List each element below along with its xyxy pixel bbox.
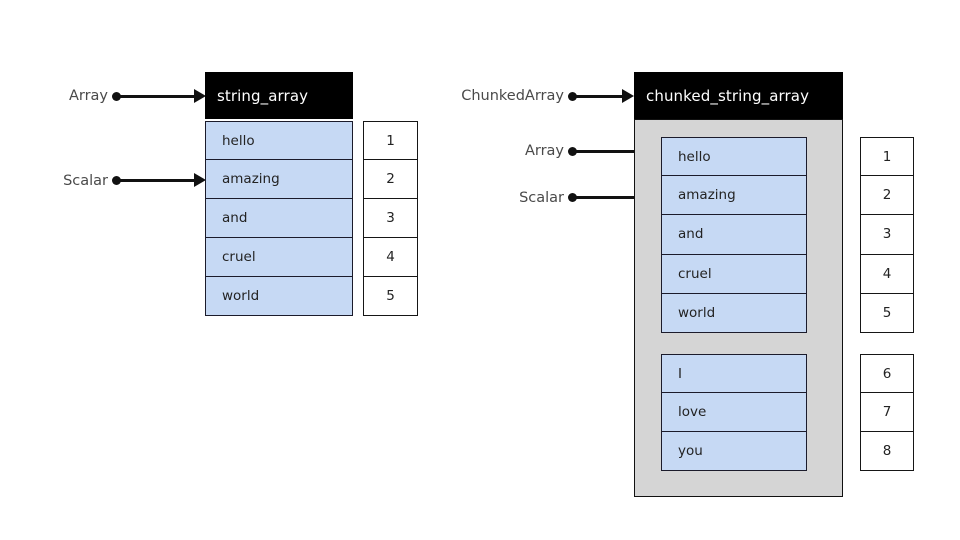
pointer-label-scalar-right: Scalar bbox=[519, 190, 564, 206]
array-value-cell-1: amazing bbox=[205, 160, 353, 199]
pointer-line-array-left bbox=[118, 95, 200, 98]
chunkedarray-header-bar: chunked_string_array bbox=[634, 72, 843, 119]
chunk-0-index-cell-3: 4 bbox=[860, 254, 914, 294]
pointer-label-chunkedarray-right: ChunkedArray bbox=[461, 88, 564, 104]
array-value-cell-0: hello bbox=[205, 121, 353, 160]
pointer-label-array-left: Array bbox=[68, 88, 108, 104]
chunk-0-value-cell-0: hello bbox=[661, 137, 807, 177]
chunk-0-value-cell-1: amazing bbox=[661, 176, 807, 216]
pointer-label-array-right: Array bbox=[524, 143, 564, 159]
pointer-dot-chunkedarray-right bbox=[568, 92, 577, 101]
pointer-line-array-right bbox=[574, 150, 642, 153]
pointer-arrowhead-chunkedarray-right bbox=[622, 89, 634, 103]
chunk-0-index-cell-0: 1 bbox=[860, 137, 914, 177]
array-value-cell-2: and bbox=[205, 199, 353, 238]
chunk-1-value-cell-1: love bbox=[661, 393, 807, 432]
chunk-0-value-cell-3: cruel bbox=[661, 254, 807, 294]
chunk-1-index-cell-1: 7 bbox=[860, 393, 914, 432]
array-index-cell-2: 3 bbox=[363, 199, 418, 238]
chunk-1-value-cell-0: I bbox=[661, 354, 807, 393]
chunk-0-index-cell-2: 3 bbox=[860, 215, 914, 255]
chunk-1-index-cell-0: 6 bbox=[860, 354, 914, 393]
array-index-cell-1: 2 bbox=[363, 160, 418, 199]
pointer-dot-scalar-left bbox=[112, 176, 121, 185]
array-index-cell-4: 5 bbox=[363, 277, 418, 316]
pointer-line-scalar-right bbox=[574, 196, 662, 199]
pointer-line-chunkedarray-right bbox=[574, 95, 628, 98]
pointer-dot-array-right bbox=[568, 147, 577, 156]
array-index-cell-0: 1 bbox=[363, 121, 418, 160]
pointer-arrowhead-scalar-left bbox=[194, 173, 206, 187]
pointer-arrowhead-array-left bbox=[194, 89, 206, 103]
array-value-cell-3: cruel bbox=[205, 238, 353, 277]
array-header-bar: string_array bbox=[205, 72, 353, 119]
array-header-label: string_array bbox=[217, 86, 309, 105]
chunk-0-index-cell-1: 2 bbox=[860, 176, 914, 216]
chunk-1-value-cell-2: you bbox=[661, 432, 807, 471]
pointer-line-scalar-left bbox=[118, 179, 200, 182]
pointer-dot-array-left bbox=[112, 92, 121, 101]
array-value-cell-4: world bbox=[205, 277, 353, 316]
chunk-0-value-cell-4: world bbox=[661, 293, 807, 333]
array-index-cell-3: 4 bbox=[363, 238, 418, 277]
chunkedarray-header-label: chunked_string_array bbox=[646, 86, 810, 105]
chunk-0-value-cell-2: and bbox=[661, 215, 807, 255]
pointer-label-scalar-left: Scalar bbox=[63, 173, 108, 189]
chunk-1-index-cell-2: 8 bbox=[860, 432, 914, 471]
chunk-0-index-cell-4: 5 bbox=[860, 293, 914, 333]
pointer-dot-scalar-right bbox=[568, 193, 577, 202]
